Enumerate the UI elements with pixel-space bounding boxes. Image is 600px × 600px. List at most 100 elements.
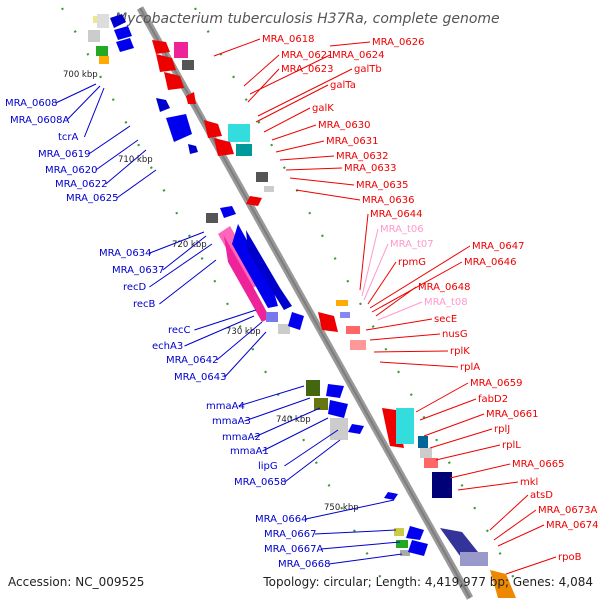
gene-arrow <box>246 196 262 206</box>
gene-label-left: lipG <box>258 461 278 472</box>
gene-block <box>350 340 366 350</box>
gene-label-right: MRA_0648 <box>418 282 470 293</box>
connector-right <box>449 463 511 479</box>
gene-label-right: MRA_0635 <box>356 180 408 191</box>
connector-right <box>423 413 485 437</box>
gene-label-right: nusG <box>442 329 468 340</box>
gene-block <box>256 172 268 182</box>
connector-right <box>243 54 280 87</box>
connector-left <box>314 529 397 535</box>
connector-right <box>361 228 379 297</box>
connector-left <box>305 499 395 520</box>
gene-block <box>424 458 438 468</box>
gene-label-left: MRA_0634 <box>99 248 151 259</box>
connector-right <box>497 524 545 547</box>
gene-arrow <box>232 224 278 308</box>
gene-block <box>96 46 108 56</box>
connector-left <box>284 429 339 467</box>
gene-label-right: MRA_0646 <box>464 257 516 268</box>
connector-right <box>371 261 463 313</box>
gene-label-left: tcrA <box>58 132 79 143</box>
gene-arrow <box>152 40 170 54</box>
gene-block <box>236 144 252 156</box>
gene-block <box>174 42 188 58</box>
gene-label-right: MRA_0631 <box>326 136 378 147</box>
gene-label-right: MRA_t08 <box>424 297 468 308</box>
gene-arrow <box>220 206 236 218</box>
gene-block <box>418 436 428 448</box>
gene-arrow <box>224 236 270 322</box>
gene-block <box>99 56 109 64</box>
connector-right <box>379 361 459 368</box>
tick-750: 750 kbp <box>324 503 359 513</box>
connector-right <box>271 124 317 141</box>
gene-arrow <box>188 144 198 154</box>
gene-label-right: rpmG <box>398 257 426 268</box>
gene-block <box>264 186 274 192</box>
gene-arrow <box>214 138 234 156</box>
connector-left <box>262 417 329 452</box>
connector-left <box>254 407 321 438</box>
gene-label-left: MRA_0608 <box>5 98 57 109</box>
gene-label-right: MRA_0624 <box>332 50 384 61</box>
connector-right <box>249 54 331 95</box>
gene-block <box>336 300 348 306</box>
gene-block <box>97 14 109 28</box>
connector-left <box>244 397 311 422</box>
connector-right <box>367 261 397 305</box>
connector-right <box>435 444 501 461</box>
gene-arrow <box>348 424 364 434</box>
gene-label-right: MRA_0633 <box>344 163 396 174</box>
gene-block <box>88 30 100 42</box>
gene-label-left: MRA_0668 <box>278 559 330 570</box>
gene-arrow <box>440 528 478 556</box>
gene-arrow <box>406 526 424 540</box>
gene-block <box>182 60 194 70</box>
connector-right <box>263 107 311 133</box>
gene-block <box>266 312 278 322</box>
gene-label-right: rplJ <box>494 424 510 435</box>
gene-arrow <box>326 384 344 398</box>
connector-right <box>213 38 261 57</box>
connector-right <box>329 41 371 47</box>
gene-block <box>394 528 404 536</box>
gene-label-right: MRA_0626 <box>372 37 424 48</box>
connector-right <box>285 167 343 171</box>
gene-label-right: rplL <box>502 440 521 451</box>
gene-arrow <box>328 400 348 418</box>
connector-right <box>375 286 417 317</box>
connector-right <box>257 68 353 117</box>
gene-block <box>314 398 328 410</box>
gene-arrow <box>186 92 196 104</box>
connector-left <box>55 83 97 104</box>
connector-left <box>105 149 147 185</box>
gene-label-left: MRA_0643 <box>174 372 226 383</box>
connector-right <box>493 509 537 541</box>
gene-label-left: mmaA2 <box>222 432 261 443</box>
connector-right <box>275 140 325 153</box>
connector-left <box>162 235 207 271</box>
connector-right <box>369 245 471 309</box>
label-connectors <box>55 38 557 575</box>
gene-block <box>396 540 408 548</box>
connector-right <box>419 398 477 421</box>
connector-left <box>238 385 305 407</box>
genes-left-strand <box>88 14 428 556</box>
gene-block <box>278 324 290 334</box>
gene-block <box>340 312 350 318</box>
gene-label-right: MRA_0647 <box>472 241 524 252</box>
gene-label-right: mkl <box>520 477 538 488</box>
gene-arrow <box>288 312 304 330</box>
gene-label-left: echA3 <box>152 341 183 352</box>
gene-block <box>420 448 432 458</box>
connector-right <box>377 301 423 321</box>
gene-label-left: MRA_0658 <box>234 477 286 488</box>
genome-backbone-core <box>139 7 471 599</box>
gene-block <box>460 552 488 566</box>
connector-right <box>359 213 369 291</box>
gene-label-left: recB <box>133 299 156 310</box>
gene-label-left: MRA_0620 <box>45 165 97 176</box>
connector-left <box>194 309 257 331</box>
